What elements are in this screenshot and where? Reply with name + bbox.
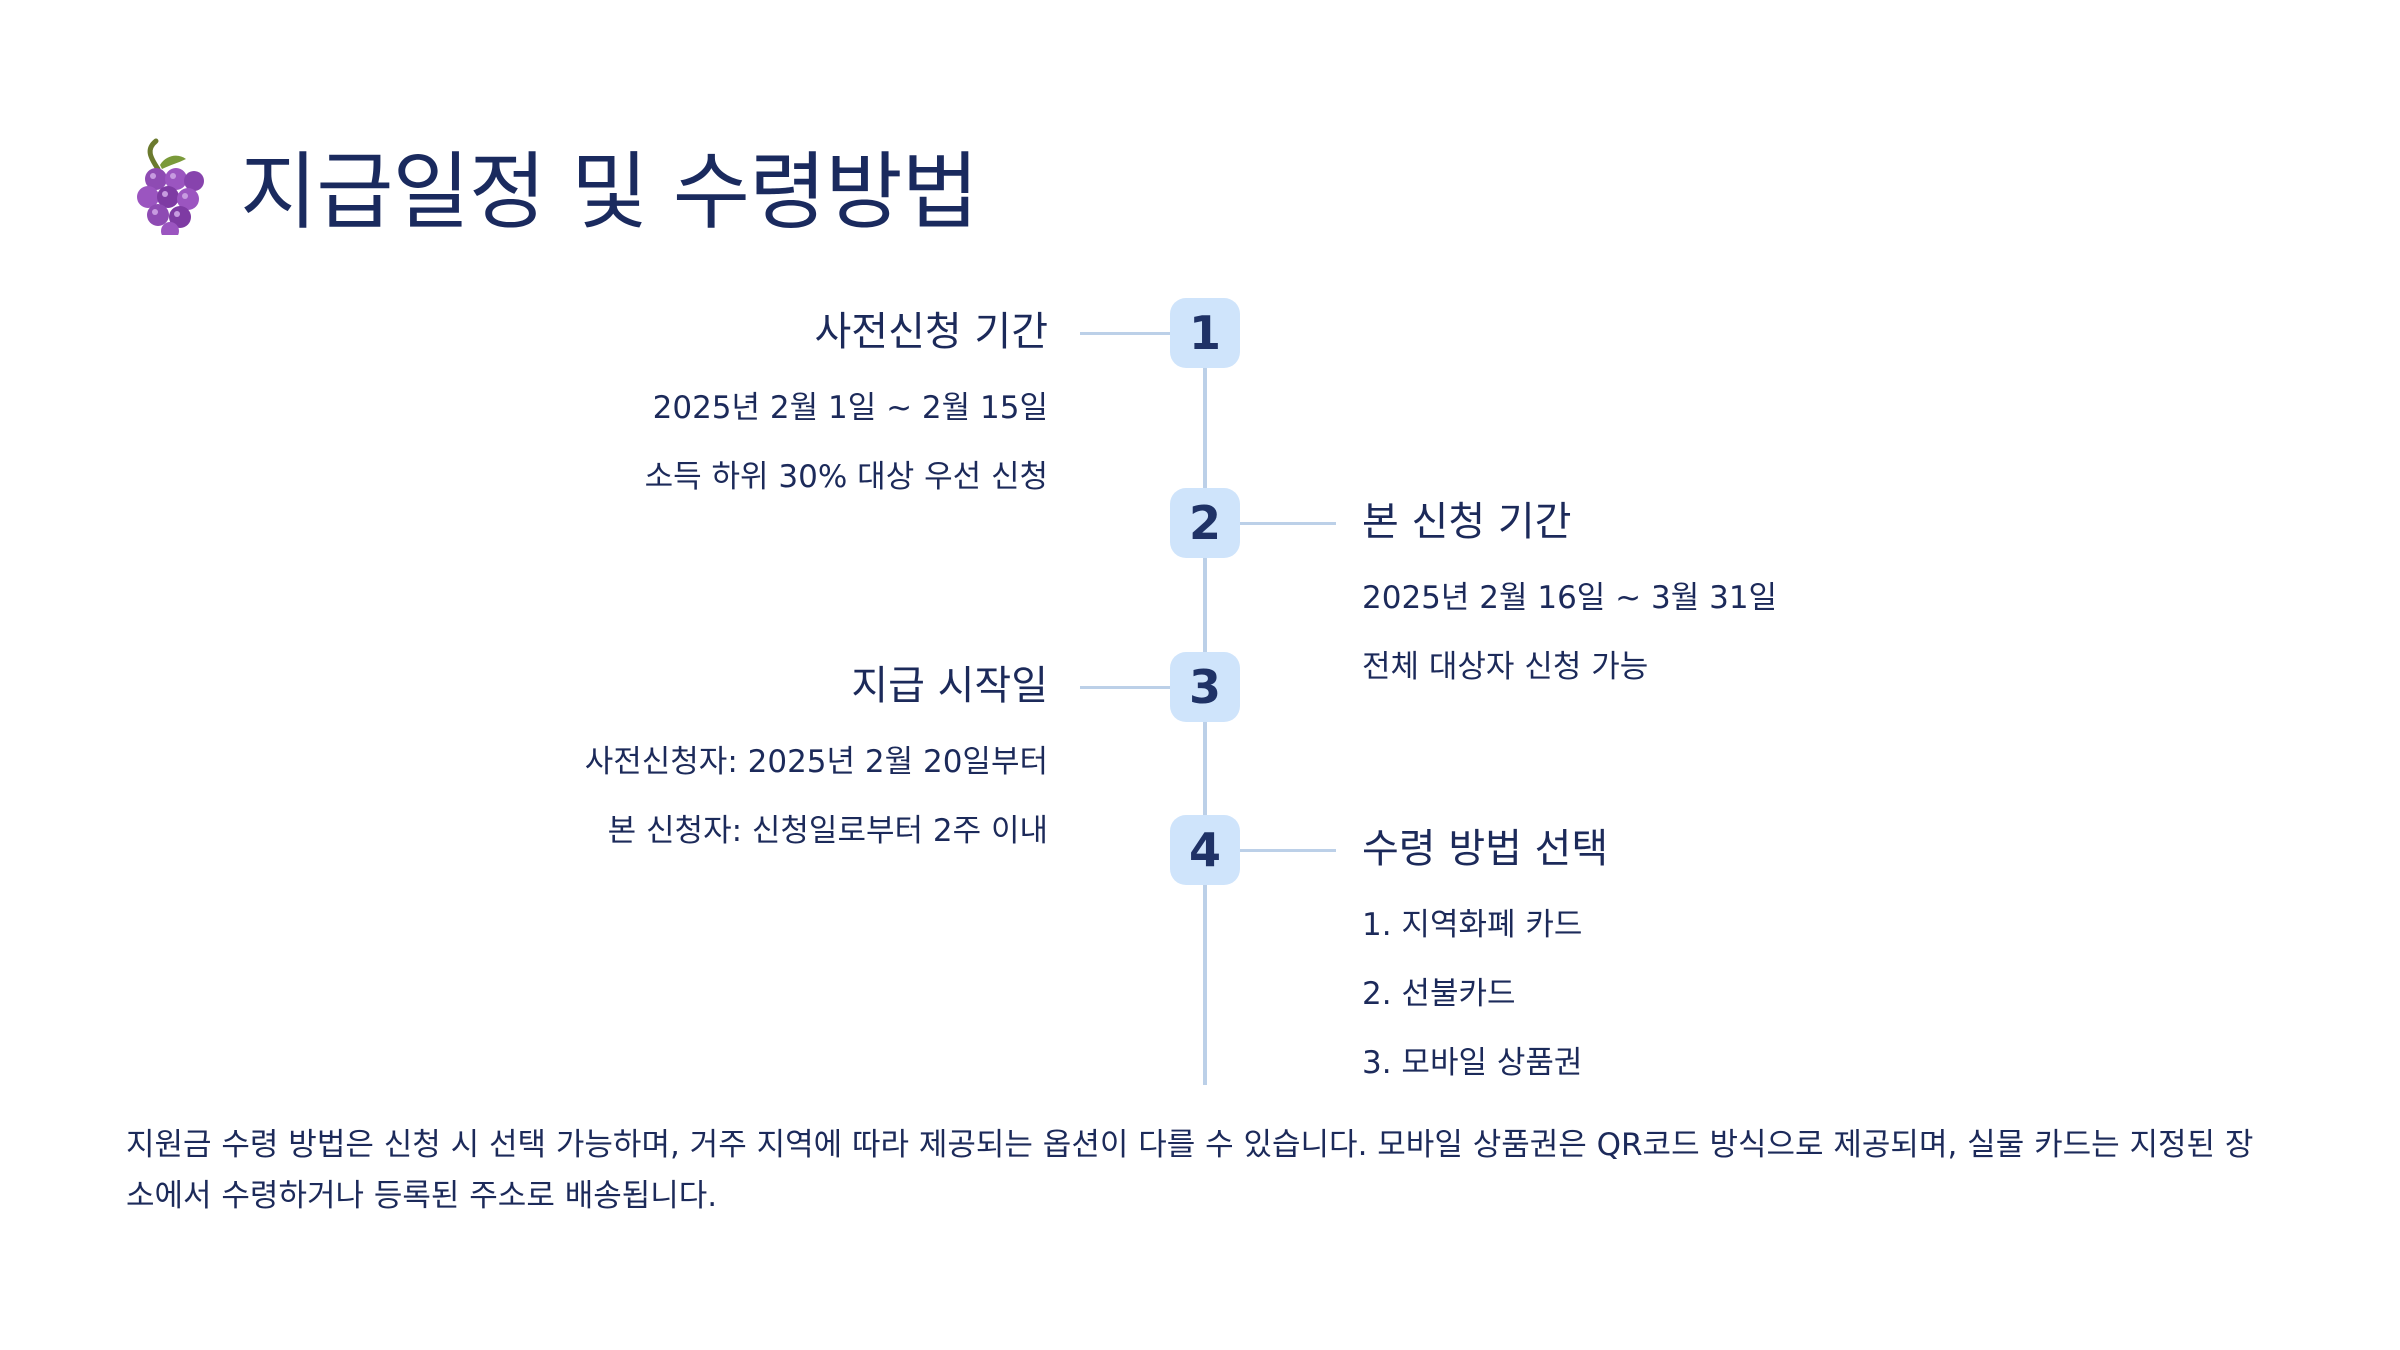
timeline-step-number: 3	[1170, 652, 1240, 722]
timeline-item-line: 3. 모바일 상품권	[1362, 1045, 1583, 1081]
timeline-item-line: 전체 대상자 신청 가능	[1362, 649, 1649, 685]
page-title: 지급일정 및 수령방법	[240, 142, 979, 241]
timeline-item-line: 본 신청자: 신청일로부터 2주 이내	[607, 813, 1048, 849]
timeline-step-number: 2	[1170, 488, 1240, 558]
timeline-connector	[1080, 332, 1176, 335]
timeline-item-line: 2025년 2월 16일 ~ 3월 31일	[1362, 580, 1778, 616]
page-header: 지급일정 및 수령방법	[128, 130, 979, 241]
footnote-paragraph: 지원금 수령 방법은 신청 시 선택 가능하며, 거주 지역에 따라 제공되는 …	[126, 1127, 2254, 1214]
timeline-item-receipt-method: 수령 방법 선택 1. 지역화폐 카드 2. 선불카드 3. 모바일 상품권	[1362, 823, 1608, 1083]
timeline-item-line: 사전신청자: 2025년 2월 20일부터	[584, 744, 1048, 780]
timeline-item-line: 1. 지역화폐 카드	[1362, 907, 1583, 943]
timeline-item-title: 본 신청 기간	[1362, 499, 1572, 545]
timeline-item-line: 2025년 2월 1일 ~ 2월 15일	[652, 390, 1048, 426]
timeline-item-payment-start: 지급 시작일 사전신청자: 2025년 2월 20일부터 본 신청자: 신청일로…	[585, 660, 1048, 851]
timeline-item-line: 2. 선불카드	[1362, 976, 1516, 1012]
timeline-item-main-application: 본 신청 기간 2025년 2월 16일 ~ 3월 31일 전체 대상자 신청 …	[1362, 496, 1777, 687]
timeline-connector	[1240, 849, 1336, 852]
grapes-icon	[137, 138, 204, 235]
timeline-item-line: 소득 하위 30% 대상 우선 신청	[644, 459, 1048, 495]
timeline-connector	[1240, 522, 1336, 525]
timeline-item-pre-application: 사전신청 기간 2025년 2월 1일 ~ 2월 15일 소득 하위 30% 대…	[645, 306, 1048, 497]
timeline-item-title: 수령 방법 선택	[1362, 826, 1609, 872]
timeline-connector	[1080, 686, 1176, 689]
timeline-item-title: 사전신청 기간	[814, 309, 1048, 355]
timeline-item-title: 지급 시작일	[851, 663, 1048, 709]
timeline-step-number: 4	[1170, 815, 1240, 885]
timeline-step-number: 1	[1170, 298, 1240, 368]
